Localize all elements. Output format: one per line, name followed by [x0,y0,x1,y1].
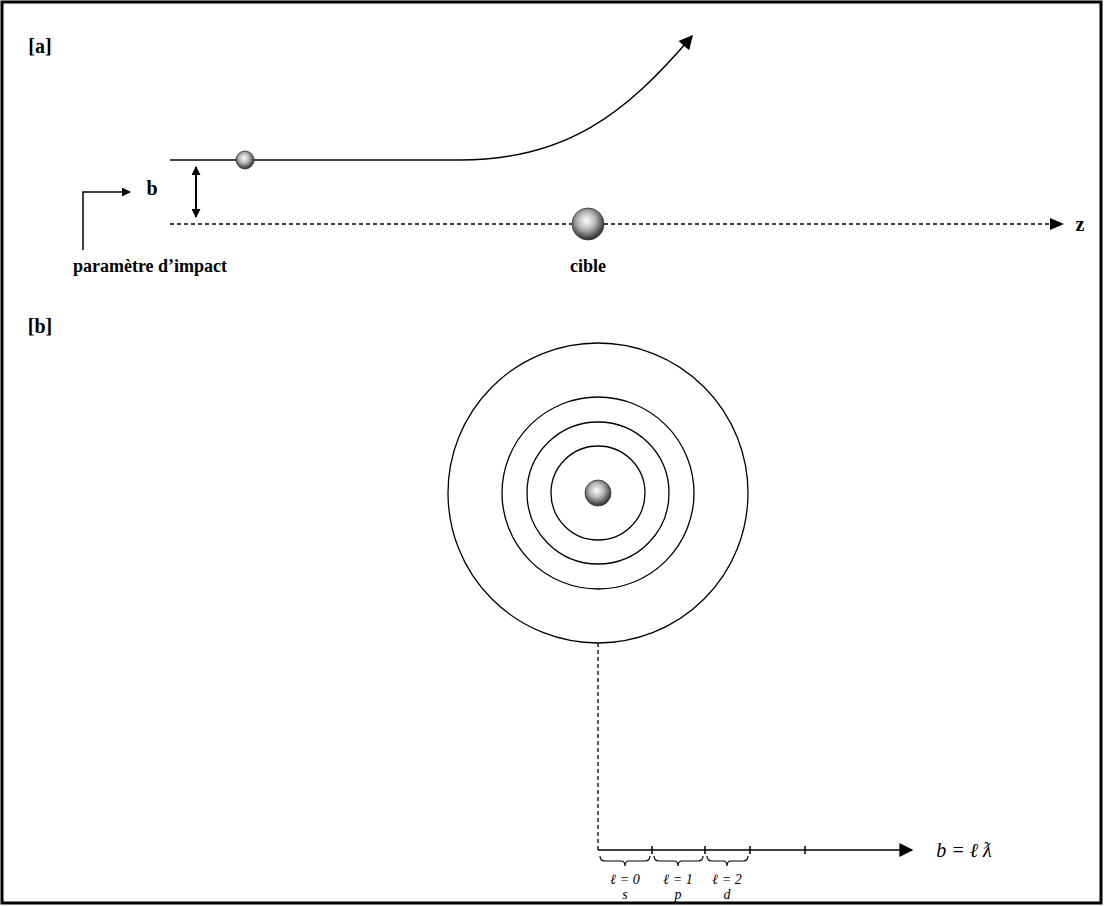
quantum-number: ℓ = 1 [663,872,692,887]
leader-arrow [83,192,130,250]
orbital-letter: s [622,887,627,902]
axis-arrowhead [1050,218,1064,230]
brace [707,856,748,866]
symbol-label: b [146,177,157,199]
impact-double-arrow [195,167,197,217]
orbital-letter: d [724,887,731,902]
dashed-drop [597,643,598,850]
tick [749,846,751,854]
axis-label: z [1076,213,1085,235]
trajectory [170,36,692,160]
tick [704,846,706,854]
partial-wave-rings [448,343,748,643]
braces [600,856,748,866]
target-label: cible [570,257,606,277]
axis-ticks [652,846,805,854]
caption-label: paramètre d’impact [73,257,227,277]
b-axis [598,849,912,851]
orbital-letter: p [675,887,682,902]
ring [551,446,645,540]
projectile [236,151,254,169]
brace [600,856,650,866]
ring [448,343,748,643]
quantum-number: ℓ = 0 [610,872,639,887]
panel-letter: [a] [28,35,51,57]
axis-label: b = ℓ ƛ [936,839,992,861]
tick [804,846,806,854]
z-axis [170,223,1062,224]
panel-letter: [b] [28,315,52,337]
brace [654,856,703,866]
target [585,480,611,506]
ring [502,397,694,589]
target [572,208,604,240]
quantum-number: ℓ = 2 [712,872,741,887]
ring [527,422,669,564]
tick [651,846,653,854]
